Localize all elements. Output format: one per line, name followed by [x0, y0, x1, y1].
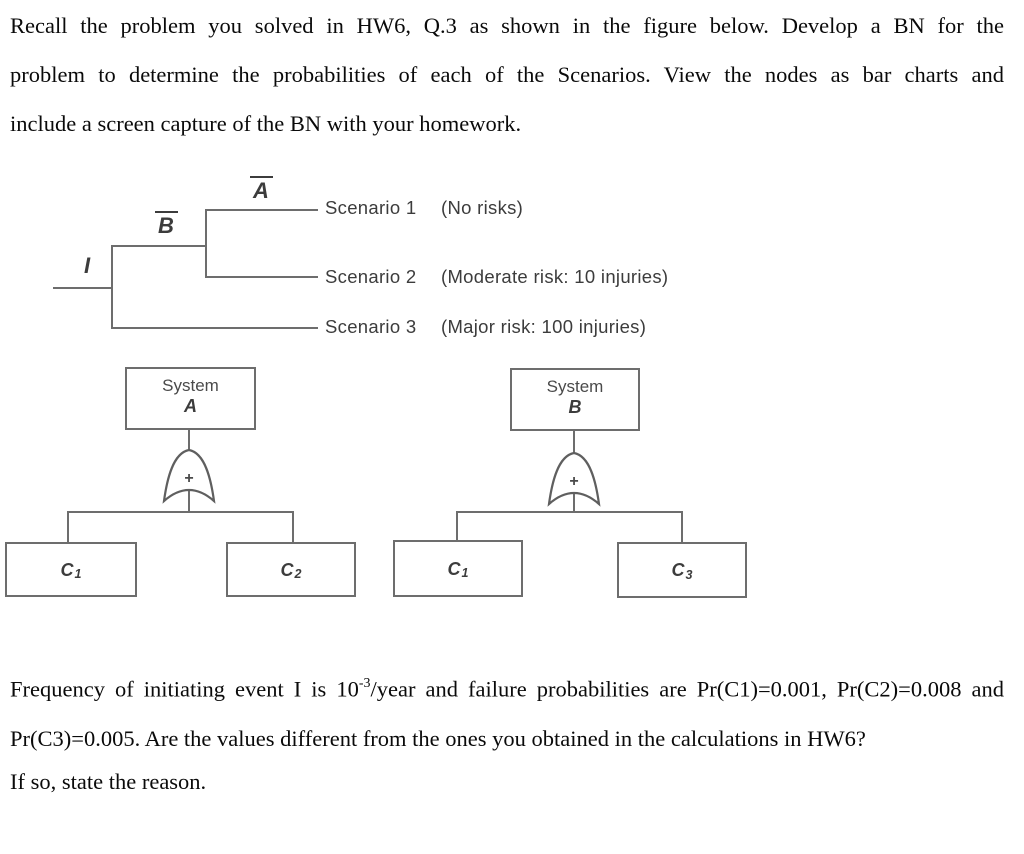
tree-line-scenario3 — [111, 327, 318, 329]
system-a-letter: A — [184, 396, 197, 416]
scenario-row-2: Scenario 2 (Moderate risk: 10 injuries) — [0, 266, 1024, 290]
component-b-c3-base: C — [671, 560, 685, 580]
intro-paragraph: Recall the problem you solved in HW6, Q.… — [10, 1, 1004, 148]
or-gate-a-symbol: + — [184, 470, 193, 487]
branch-b-label: B — [155, 211, 178, 238]
system-a-title: System — [162, 376, 219, 395]
ft-b-connector — [456, 511, 683, 513]
scenario-row-3: Scenario 3 (Major risk: 100 injuries) — [0, 316, 1024, 340]
tree-line-scenario1 — [205, 209, 318, 211]
component-b-c1-base: C — [447, 558, 461, 579]
ft-b-drop-left — [456, 511, 458, 541]
branch-a-letter: A — [250, 176, 273, 203]
frequency-text-pre: Frequency of initiating event I is 10 — [10, 676, 359, 702]
or-gate-b-icon: + — [547, 451, 601, 507]
branch-a-label: A — [250, 176, 273, 203]
ft-a-connector — [67, 511, 294, 513]
scenario-3-label: Scenario 3 — [325, 316, 417, 337]
scenario-2-description: (Moderate risk: 10 injuries) — [441, 266, 669, 287]
tree-line-scenario2 — [205, 276, 318, 278]
branch-b-letter: B — [155, 211, 178, 238]
component-b-c3-sub: 3 — [685, 567, 693, 582]
frequency-line-1: Frequency of initiating event I is 10-3/… — [10, 660, 1004, 714]
component-b-c1-sub: 1 — [461, 566, 469, 580]
tree-line-stem-b — [205, 209, 207, 278]
scenario-3-description: (Major risk: 100 injuries) — [441, 316, 647, 337]
closing-paragraph: If so, state the reason. — [10, 757, 1004, 806]
system-a-box: System A — [125, 367, 256, 430]
frequency-text-post: /year and failure probabilities are Pr(C… — [370, 676, 1004, 702]
component-a-c2-base: C — [280, 559, 294, 580]
or-gate-a-icon: + — [162, 448, 216, 504]
component-a-c1-sub: 1 — [74, 567, 82, 581]
system-b-title: System — [546, 377, 604, 396]
tree-line-branch-b — [111, 245, 207, 247]
intro-line-1: Recall the problem you solved in HW6, Q.… — [10, 13, 1004, 38]
ft-b-drop-right — [681, 511, 683, 543]
tree-line-initiating — [53, 287, 112, 289]
intro-line-3: include a screen capture of the BN with … — [10, 111, 522, 136]
scenario-1-label: Scenario 1 — [325, 197, 417, 218]
tree-line-stem — [111, 245, 113, 329]
closing-line: If so, state the reason. — [10, 769, 207, 794]
component-a-c1-base: C — [60, 559, 74, 580]
system-b-letter: B — [568, 397, 582, 417]
initiating-event-label: I — [84, 253, 91, 278]
frequency-paragraph: Frequency of initiating event I is 10-3/… — [10, 660, 1004, 763]
scenario-2-label: Scenario 2 — [325, 266, 417, 287]
ft-a-drop-left — [67, 511, 69, 543]
ft-a-drop-right — [292, 511, 294, 543]
frequency-exponent: -3 — [358, 676, 371, 691]
frequency-line-2: Pr(C3)=0.005. Are the values different f… — [10, 725, 866, 751]
scenario-1-description: (No risks) — [441, 197, 524, 218]
or-gate-b-symbol: + — [569, 473, 578, 490]
system-b-box: System B — [510, 368, 640, 431]
component-a-c2-sub: 2 — [294, 567, 302, 581]
intro-line-2: problem to determine the probabilities o… — [10, 62, 1004, 87]
scenario-row-1: Scenario 1 (No risks) — [0, 197, 1024, 221]
